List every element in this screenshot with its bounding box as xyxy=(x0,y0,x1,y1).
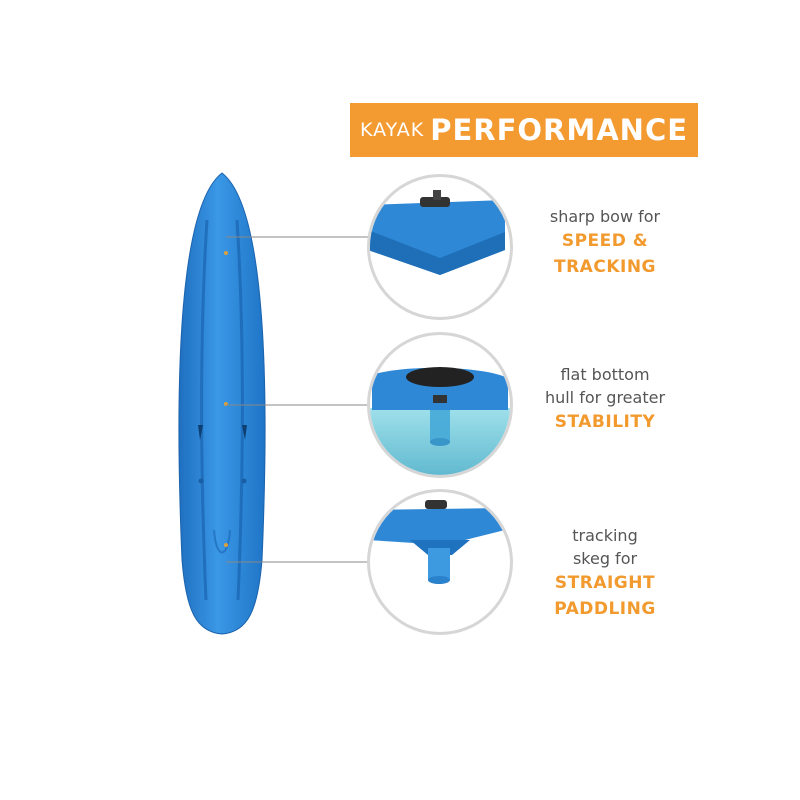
banner-title: PERFORMANCE xyxy=(430,113,689,147)
feature-skeg: tracking skeg for STRAIGHT PADDLING xyxy=(520,524,690,622)
skeg-detail-image xyxy=(367,489,513,635)
banner-prefix: KAYAK xyxy=(359,119,425,141)
feature-bow-line1: sharp bow for xyxy=(549,207,661,226)
kayak-hull xyxy=(178,172,266,635)
feature-hull: flat bottom hull for greater STABILITY xyxy=(520,363,690,435)
feature-hull-line1: flat bottom xyxy=(560,365,650,384)
feature-bow-highlight2: TRACKING xyxy=(554,257,656,277)
feature-skeg-highlight2: PADDLING xyxy=(554,599,656,619)
feature-hull-highlight1: STABILITY xyxy=(554,412,656,432)
feature-skeg-line1: tracking xyxy=(572,526,638,545)
feature-skeg-line2: skeg for xyxy=(572,549,638,568)
feature-bow: sharp bow for SPEED & TRACKING xyxy=(520,205,690,280)
feature-hull-line2: hull for greater xyxy=(544,388,666,407)
performance-banner: KAYAK PERFORMANCE xyxy=(350,103,698,157)
bow-detail-image xyxy=(367,174,513,320)
feature-bow-highlight1: SPEED & xyxy=(561,231,649,251)
feature-skeg-highlight1: STRAIGHT xyxy=(554,573,656,593)
hull-detail-image xyxy=(367,332,513,478)
